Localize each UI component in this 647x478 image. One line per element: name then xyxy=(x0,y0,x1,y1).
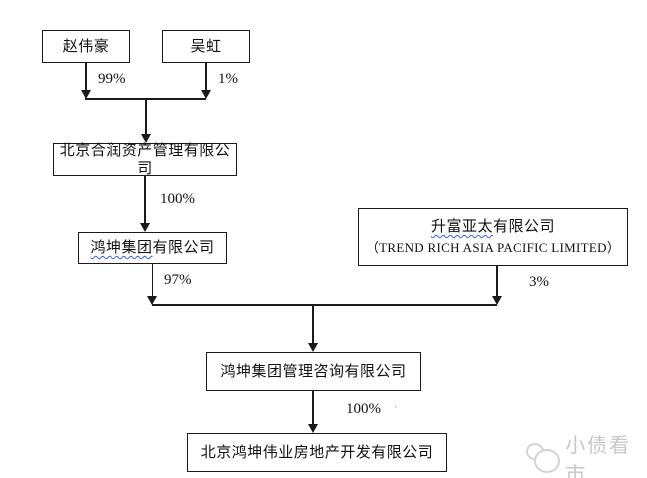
connector-line xyxy=(152,304,497,306)
ownership-pct-label: 100% xyxy=(160,191,195,207)
connector-line xyxy=(312,391,314,425)
node-label: 吴虹 xyxy=(190,38,222,55)
connector-line xyxy=(205,63,207,91)
node-zhao-weihao: 赵伟豪 xyxy=(42,30,130,63)
node-label: 鸿坤集团有限公司 xyxy=(90,240,215,256)
connector-line xyxy=(496,266,498,297)
arrowhead-down-icon xyxy=(141,134,151,143)
ownership-pct-label: 3% xyxy=(529,274,549,290)
connector-line xyxy=(151,264,153,297)
node-hongkun-consulting: 鸿坤集团管理咨询有限公司 xyxy=(206,352,421,391)
node-hongkun-group: 鸿坤集团有限公司 xyxy=(78,232,227,264)
stray-mark: ʹ xyxy=(395,404,397,414)
ownership-pct-label: 97% xyxy=(164,272,192,288)
watermark-text: 小债看市 xyxy=(565,435,632,478)
arrowhead-down-icon xyxy=(140,223,150,232)
ownership-pct-label: 1% xyxy=(218,71,238,87)
arrowhead-down-icon xyxy=(308,343,318,352)
node-label: 北京鸿坤伟业房地产开发有限公司 xyxy=(200,444,434,461)
node-label: 北京合润资产管理有限公司 xyxy=(59,142,231,177)
ownership-pct-label: 100% xyxy=(346,401,381,417)
node-trend-rich-asia-pacific: 升富亚太有限公司 （TREND RICH ASIA PACIFIC LIMITE… xyxy=(358,208,628,266)
ownership-pct-label: 99% xyxy=(98,71,126,87)
connector-line xyxy=(85,98,206,100)
watermark: 小债看市 xyxy=(524,429,647,478)
connector-line xyxy=(144,176,146,224)
connector-line xyxy=(145,99,147,135)
arrowhead-down-icon xyxy=(81,90,91,99)
arrowhead-down-icon xyxy=(492,296,502,305)
spellcheck-underlined-text: 鸿坤集团 xyxy=(90,240,153,256)
spellcheck-underlined-text: 升富亚太 xyxy=(430,219,493,236)
node-wu-hong: 吴虹 xyxy=(162,30,250,63)
arrowhead-down-icon xyxy=(147,296,157,305)
node-label: 赵伟豪 xyxy=(62,38,110,55)
connector-line xyxy=(85,63,87,91)
connector-line xyxy=(312,305,314,344)
arrowhead-down-icon xyxy=(201,90,211,99)
node-hongkun-weiye-realestate: 北京鸿坤伟业房地产开发有限公司 xyxy=(187,433,447,472)
arrowhead-down-icon xyxy=(308,424,318,433)
coin-mascot-icon xyxy=(524,440,561,476)
node-label-cn: 升富亚太有限公司 xyxy=(430,219,556,236)
node-beijing-herun: 北京合润资产管理有限公司 xyxy=(53,142,237,177)
node-label-en: （TREND RICH ASIA PACIFIC LIMITED） xyxy=(365,240,621,256)
node-label: 鸿坤集团管理咨询有限公司 xyxy=(220,363,407,380)
